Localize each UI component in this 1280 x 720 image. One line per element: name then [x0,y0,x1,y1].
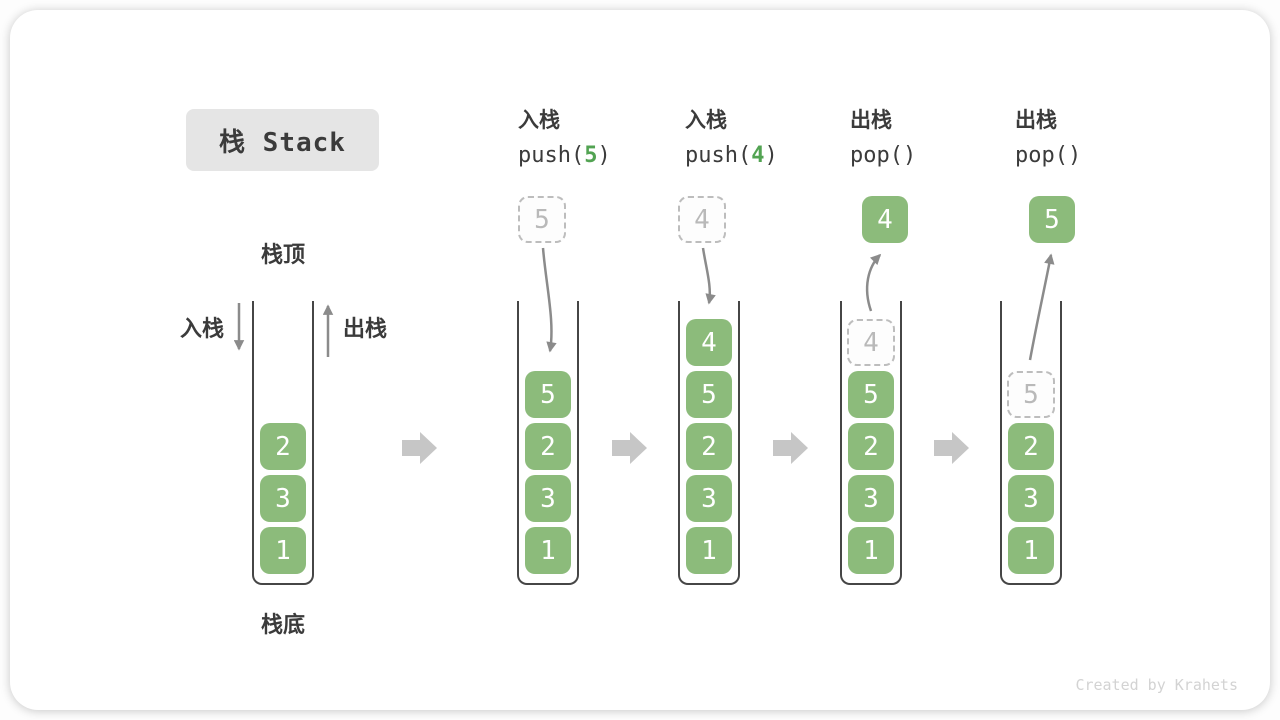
op-header-pop2: 出栈 pop() [1015,107,1081,170]
stack-item: 3 [1008,475,1054,522]
stack-item: 2 [525,423,571,470]
stack-top-label: 栈顶 [260,243,306,268]
code-pre: pop( [1015,143,1068,168]
stack-item: 3 [686,475,732,522]
code-arg: 4 [751,143,765,168]
pop-out-label: 出栈 [343,317,388,342]
code-pre: pop( [850,143,903,168]
code-pre: push( [518,143,585,168]
stack-item: 5 [525,371,571,418]
code-pre: push( [685,143,752,168]
incoming-value-box: 4 [678,196,726,243]
popped-value-box: 5 [1029,196,1075,243]
stack-item: 3 [260,475,306,522]
op-code-label: push(5) [518,142,611,170]
stack-item: 2 [1008,423,1054,470]
code-post: ) [902,143,917,168]
stack-item: 1 [260,527,306,574]
stack-item: 5 [686,371,732,418]
op-code-label: push(4) [685,142,778,170]
stack-container-after-push5 [517,301,579,585]
watermark-credit: Created by Krahets [1075,676,1238,694]
page-title: 栈 Stack [219,127,346,158]
title-badge: 栈 Stack [186,109,379,171]
stack-container-initial [252,301,314,585]
ghost-value-box: 5 [1007,371,1055,418]
op-header-push5: 入栈 push(5) [518,107,611,170]
stack-item: 2 [848,423,894,470]
ghost-value-box: 4 [847,319,895,366]
stack-container-after-push4 [678,301,740,585]
code-post: ) [1067,143,1082,168]
stack-container-after-pop4 [840,301,902,585]
code-arg: 5 [584,143,598,168]
incoming-value-box: 5 [518,196,566,243]
stack-item: 4 [686,319,732,366]
stack-bottom-label: 栈底 [260,613,306,638]
stack-item: 3 [525,475,571,522]
op-header-pop1: 出栈 pop() [850,107,916,170]
stack-container-after-pop5 [1000,301,1062,585]
stack-item: 5 [848,371,894,418]
stack-item: 3 [848,475,894,522]
op-cn-label: 出栈 [1015,108,1057,132]
stack-item: 1 [686,527,732,574]
popped-value-box: 4 [862,196,908,243]
op-cn-label: 出栈 [850,108,892,132]
stack-item: 1 [1008,527,1054,574]
op-header-push4: 入栈 push(4) [685,107,778,170]
stack-item: 1 [525,527,571,574]
op-code-label: pop() [1015,142,1081,170]
push-in-label: 入栈 [179,317,224,342]
stack-item: 2 [686,423,732,470]
stack-item: 1 [848,527,894,574]
code-post: ) [764,143,778,168]
op-code-label: pop() [850,142,916,170]
code-post: ) [597,143,611,168]
stack-item: 2 [260,423,306,470]
op-cn-label: 入栈 [518,108,560,132]
op-cn-label: 入栈 [685,108,727,132]
